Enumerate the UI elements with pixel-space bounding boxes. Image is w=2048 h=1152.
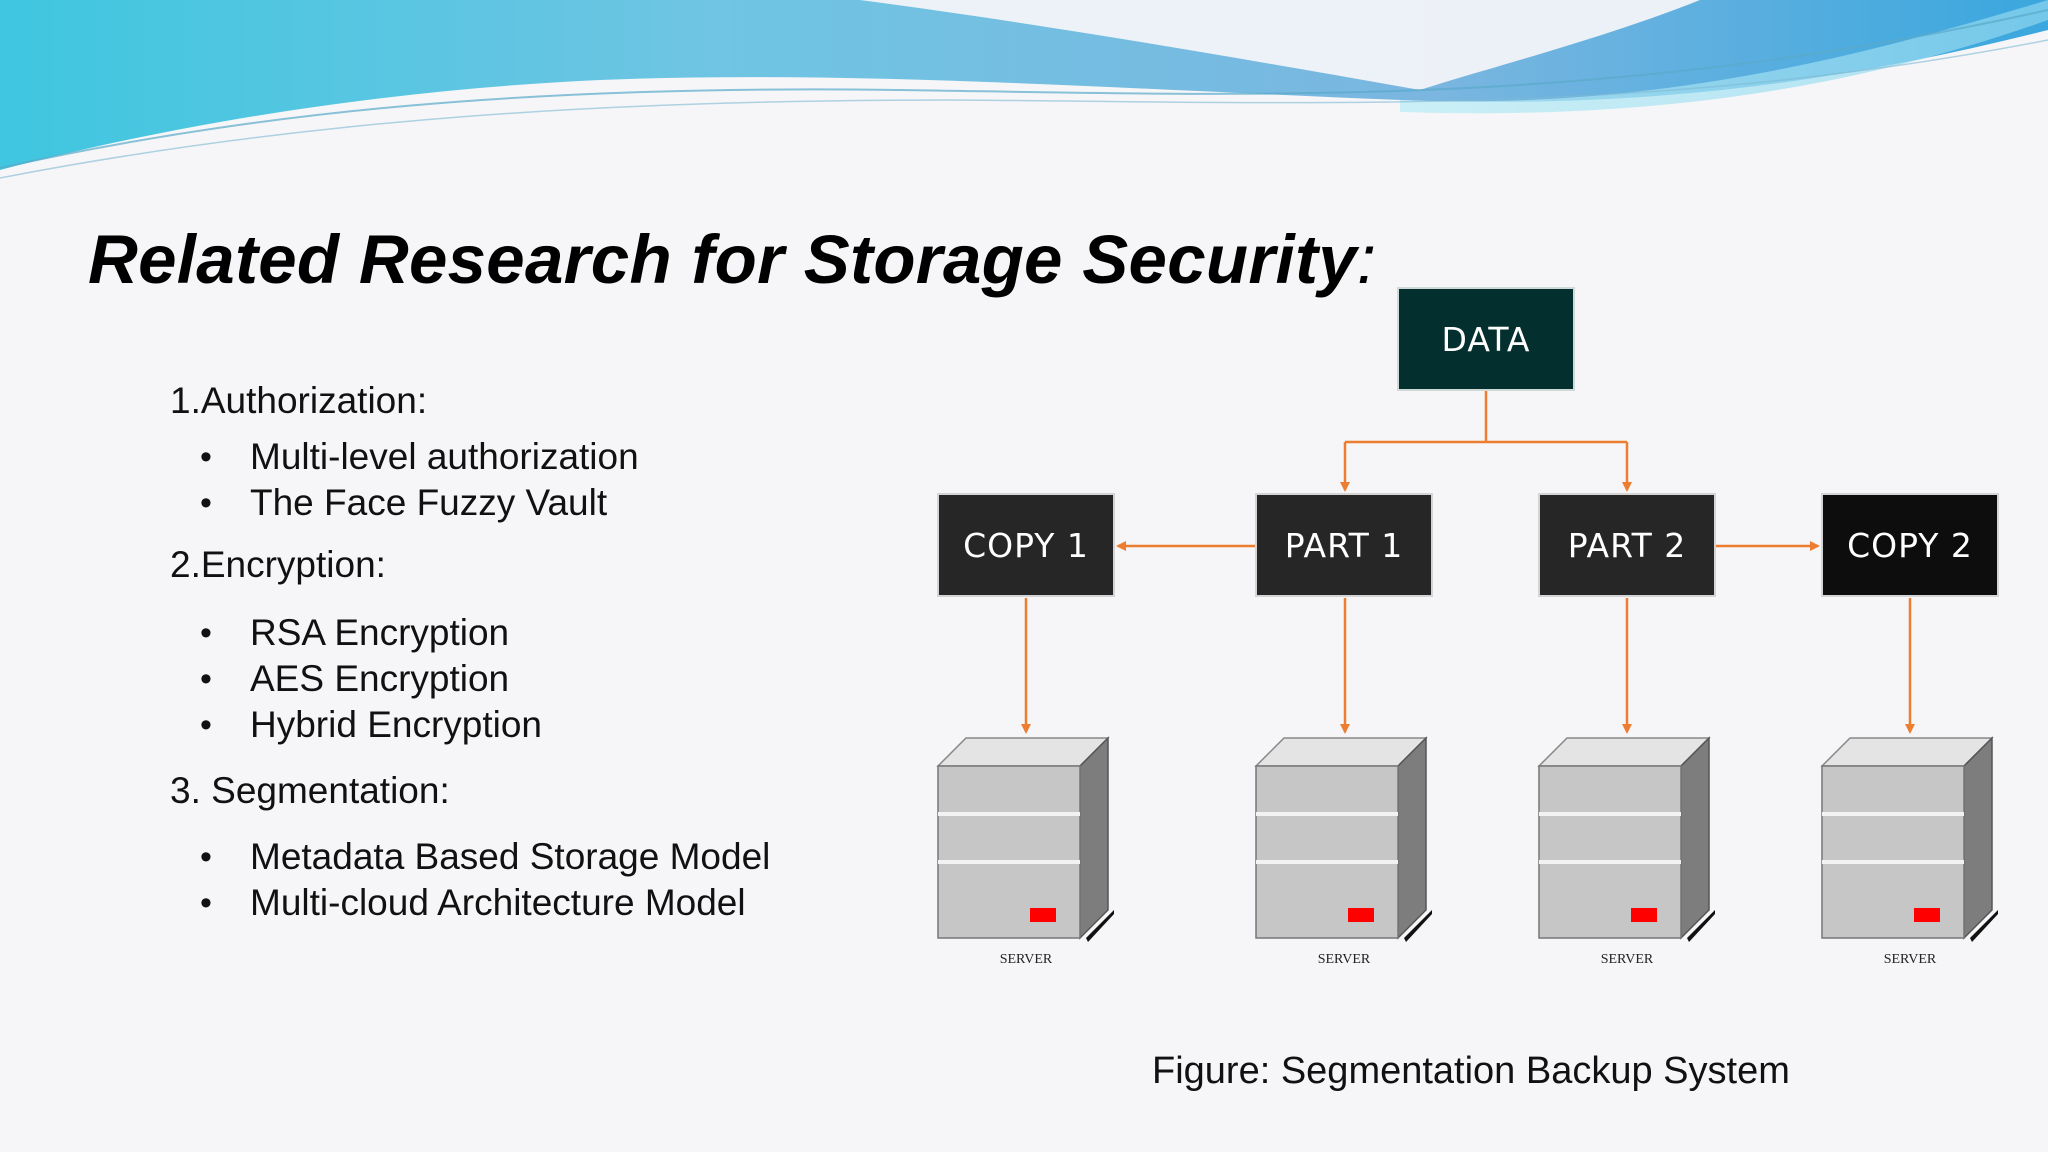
- node-part2: PART 2: [1538, 493, 1716, 597]
- node-copy1: COPY 1: [937, 493, 1115, 597]
- node-part2-label: PART 2: [1568, 526, 1687, 565]
- node-data-label: DATA: [1441, 320, 1530, 359]
- connector-data-split: [1345, 390, 1627, 444]
- server-label: SERVER: [1601, 952, 1654, 967]
- node-copy1-label: COPY 1: [963, 526, 1089, 565]
- bullet-marker: •: [200, 884, 212, 922]
- bullet-marker: •: [200, 838, 212, 876]
- server-part2: SERVER: [1537, 736, 1715, 967]
- server-part1: SERVER: [1254, 736, 1432, 967]
- server-label: SERVER: [1318, 952, 1371, 967]
- list-item: Multi-cloud Architecture Model: [250, 882, 746, 923]
- node-copy2: COPY 2: [1821, 493, 1999, 597]
- server-label: SERVER: [1000, 952, 1053, 967]
- bullet-marker: •: [200, 438, 212, 476]
- figure-caption: Figure: Segmentation Backup System: [1152, 1050, 1790, 1092]
- bullet-marker: •: [200, 614, 212, 652]
- server-copy1: SERVER: [936, 736, 1114, 967]
- list-item: RSA Encryption: [250, 612, 510, 653]
- node-copy2-label: COPY 2: [1847, 526, 1973, 565]
- list-item: Multi-level authorization: [250, 436, 639, 477]
- node-data: DATA: [1397, 287, 1575, 391]
- server-copy2: SERVER: [1820, 736, 1998, 967]
- list-item: Hybrid Encryption: [250, 704, 543, 745]
- list-item: AES Encryption: [250, 658, 510, 699]
- header-wave-decoration: [0, 0, 2048, 179]
- list-item: The Face Fuzzy Vault: [250, 482, 608, 523]
- connector-lines: [1021, 390, 1915, 734]
- node-part1-label: PART 1: [1285, 526, 1404, 565]
- page-title: Related Research for Storage Security:: [88, 221, 1377, 298]
- bullet-marker: •: [200, 706, 212, 744]
- bullet-marker: •: [200, 484, 212, 522]
- section-heading-authorization: 1.Authorization:: [170, 380, 428, 421]
- bullet-marker: •: [200, 660, 212, 698]
- server-label: SERVER: [1884, 952, 1937, 967]
- node-part1: PART 1: [1255, 493, 1433, 597]
- section-heading-encryption: 2.Encryption:: [170, 544, 386, 585]
- section-heading-segmentation: 3. Segmentation:: [170, 770, 450, 811]
- list-item: Metadata Based Storage Model: [250, 836, 771, 877]
